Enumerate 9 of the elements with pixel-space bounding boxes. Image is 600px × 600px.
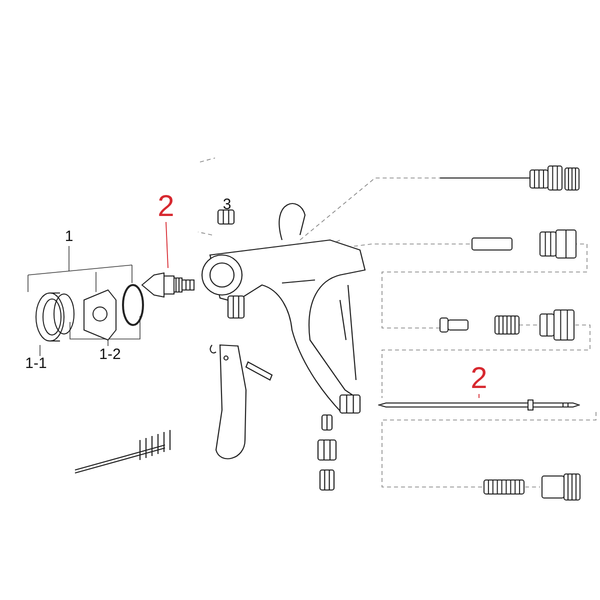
leader-line xyxy=(478,394,480,398)
callout-number: 2 xyxy=(153,192,179,222)
fluid-needle-drawing xyxy=(378,398,580,410)
callout-number: 1-2 xyxy=(98,347,122,362)
callout-number: 1 xyxy=(64,229,74,244)
leader-line xyxy=(166,222,168,268)
callout-number: 1-1 xyxy=(24,356,48,371)
callout-number: 2 xyxy=(466,364,492,394)
callout-number: 3 xyxy=(222,197,232,212)
